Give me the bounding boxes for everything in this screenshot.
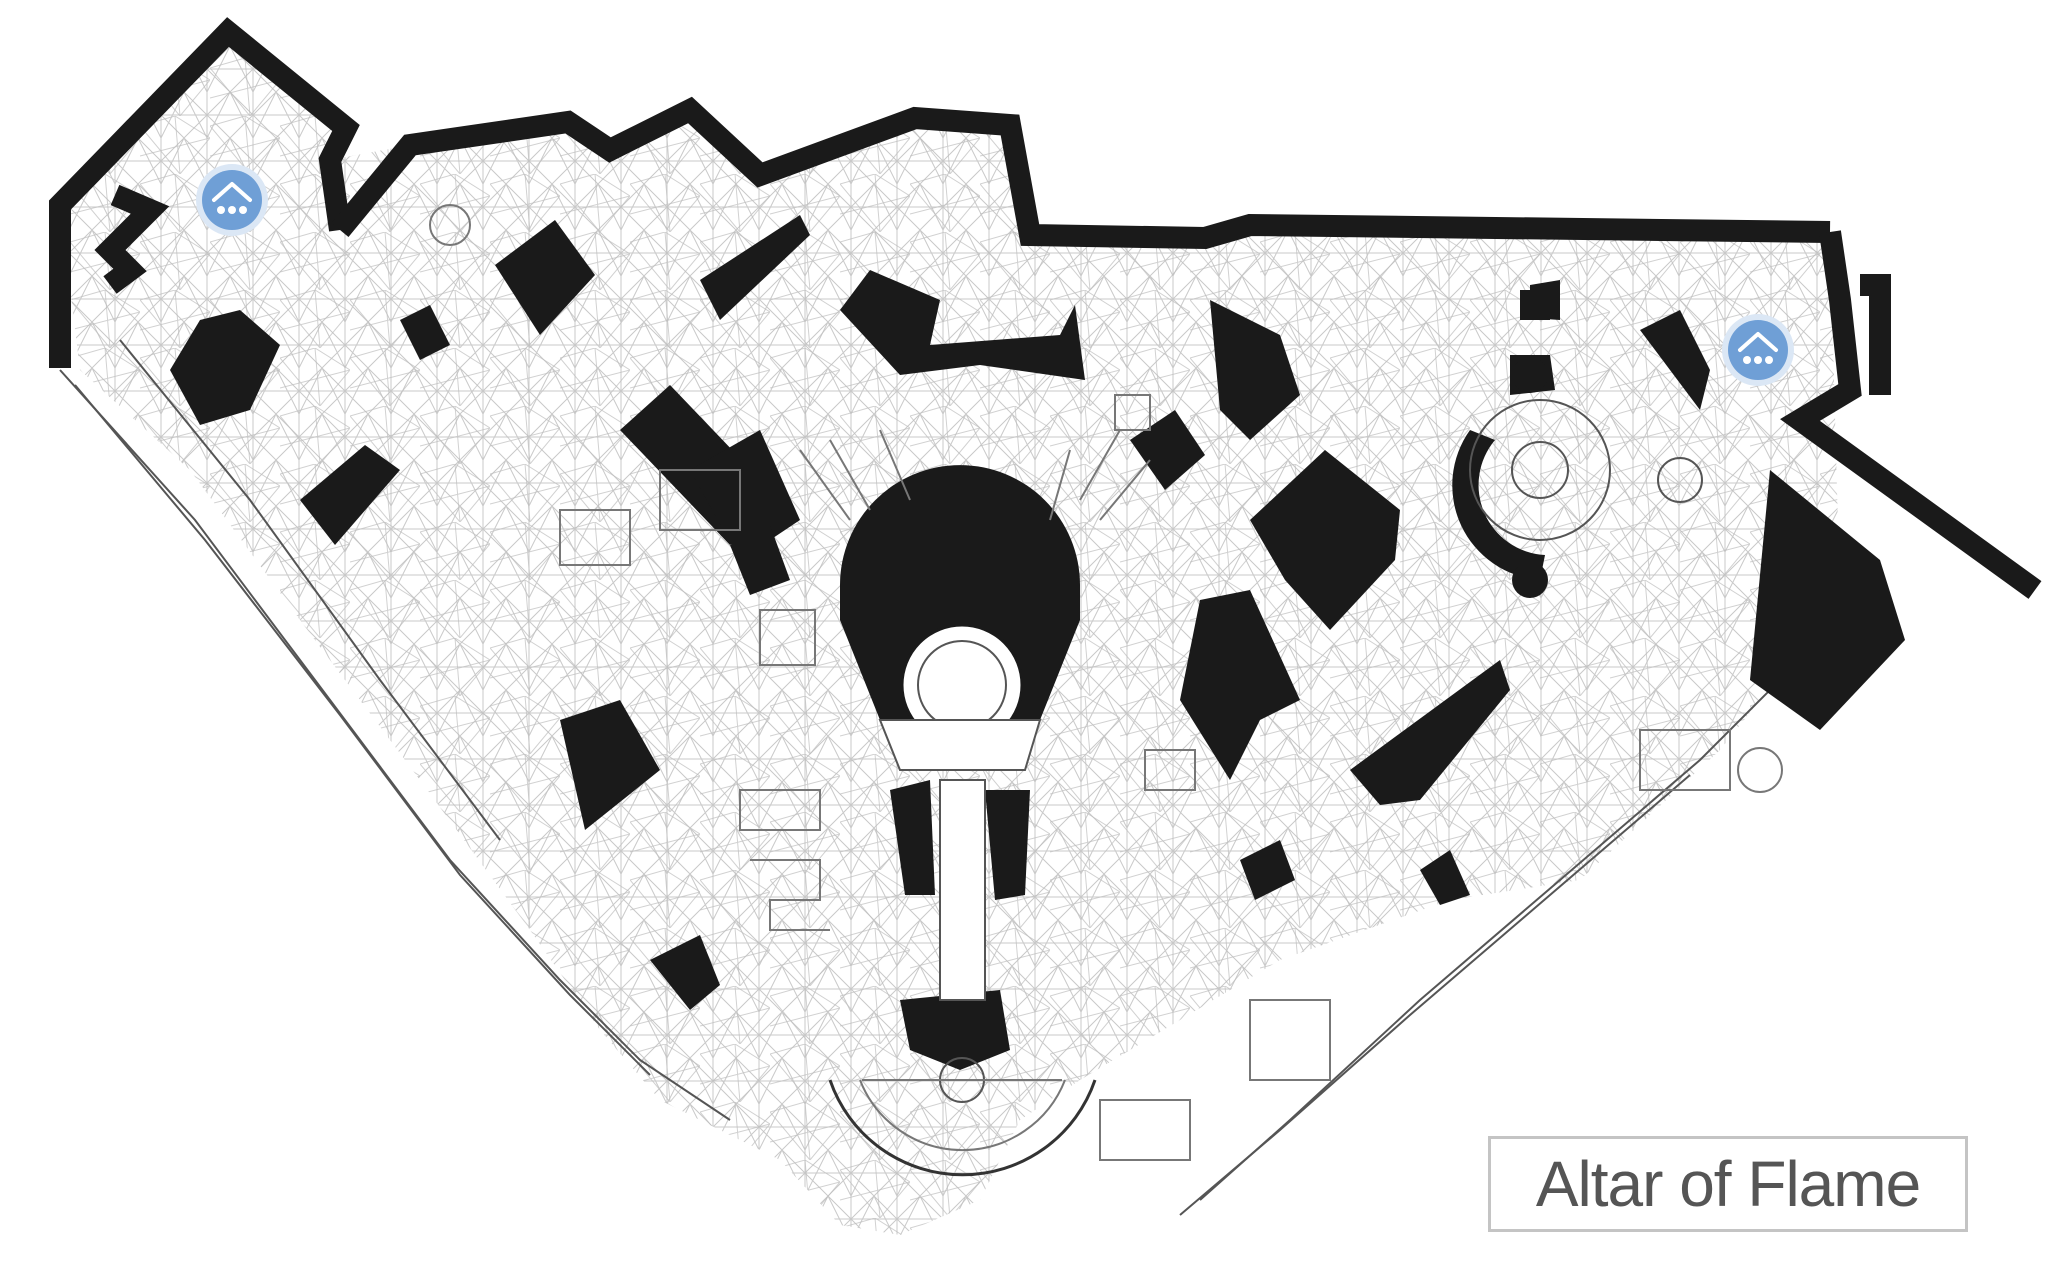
east-tower (1452, 357, 1703, 598)
outer-building-outline (59, 339, 1801, 1216)
spawn-shelter-icon (1738, 332, 1778, 352)
outer-walls (49, 17, 2042, 599)
south-plaza (828, 1057, 1097, 1177)
central-rotunda (840, 465, 1080, 1001)
map-title-box: Altar of Flame (1488, 1136, 1968, 1232)
map-title: Altar of Flame (1535, 1148, 1921, 1220)
interior-details (429, 204, 1783, 1161)
spawn-marker-east[interactable] (1722, 314, 1794, 386)
spawn-shelter-icon (212, 182, 252, 202)
spawn-marker-west[interactable] (196, 164, 268, 236)
